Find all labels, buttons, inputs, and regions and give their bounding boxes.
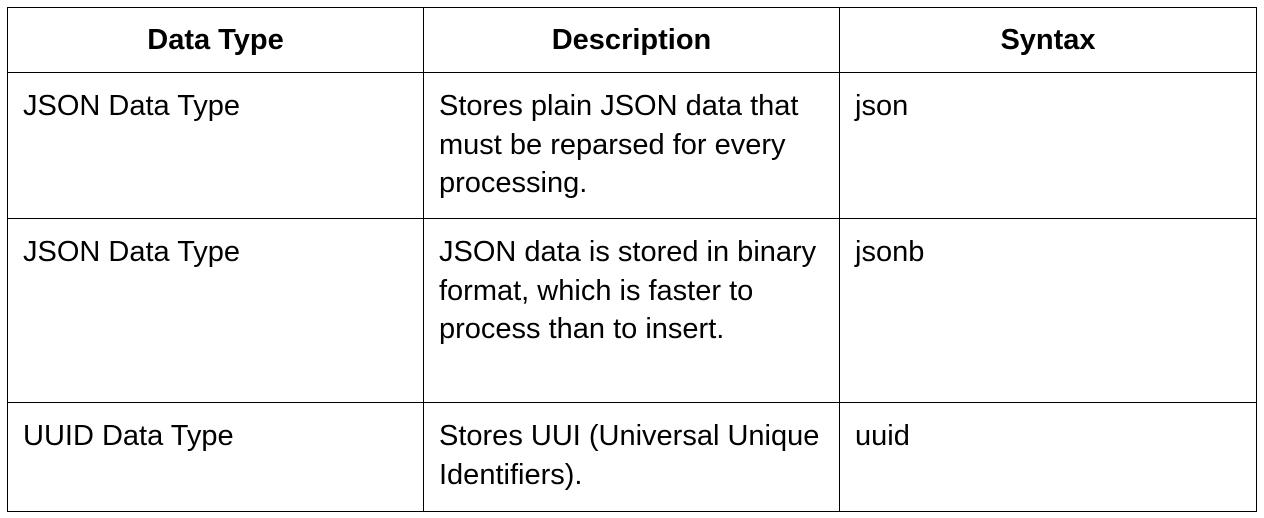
cell-description: Stores UUI (Universal Unique Identifiers… — [423, 402, 840, 512]
cell-syntax: uuid — [839, 402, 1257, 512]
cell-description: Stores plain JSON data that must be repa… — [423, 72, 840, 219]
cell-data-type: JSON Data Type — [7, 218, 424, 403]
table-header: Data Type Description Syntax — [7, 7, 1257, 73]
cell-description: JSON data is stored in binary format, wh… — [423, 218, 840, 403]
table-body: JSON Data Type Stores plain JSON data th… — [7, 72, 1257, 512]
header-description: Description — [423, 7, 840, 73]
table-row: UUID Data Type Stores UUI (Universal Uni… — [7, 402, 1257, 512]
cell-syntax: jsonb — [839, 218, 1257, 403]
table-row: JSON Data Type JSON data is stored in bi… — [7, 218, 1257, 403]
cell-data-type: UUID Data Type — [7, 402, 424, 512]
data-types-table: Data Type Description Syntax JSON Data T… — [7, 7, 1257, 512]
header-data-type: Data Type — [7, 7, 424, 73]
table-row: JSON Data Type Stores plain JSON data th… — [7, 72, 1257, 219]
header-syntax: Syntax — [839, 7, 1257, 73]
cell-syntax: json — [839, 72, 1257, 219]
cell-data-type: JSON Data Type — [7, 72, 424, 219]
header-row: Data Type Description Syntax — [7, 7, 1257, 73]
